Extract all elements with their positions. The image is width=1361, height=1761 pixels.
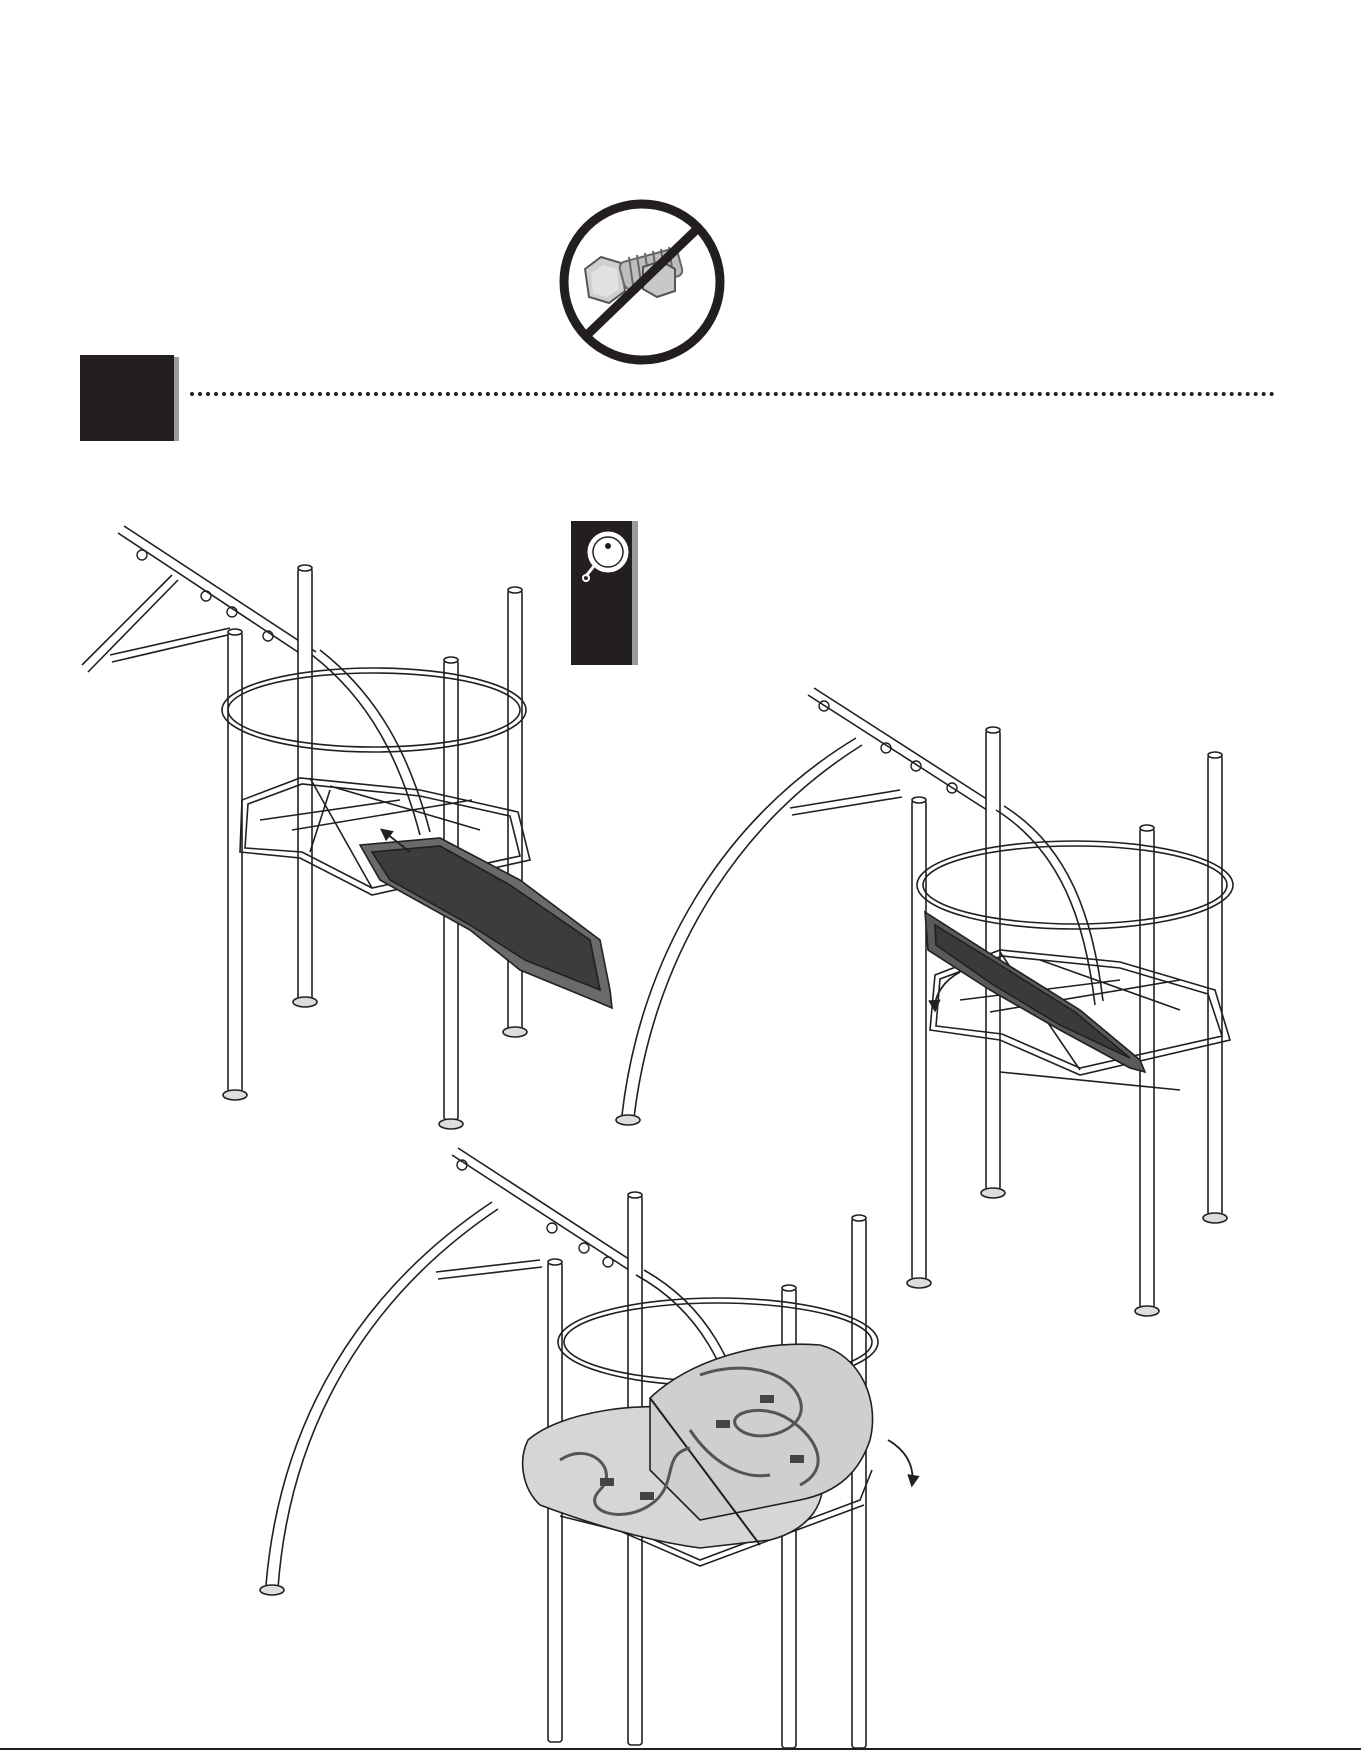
footer-rule	[0, 1748, 1361, 1750]
swing-hanger	[137, 550, 273, 641]
figure-insert-panel	[82, 526, 612, 1129]
figure-lower-panel	[616, 688, 1233, 1316]
curved-arrow-icon	[888, 1440, 913, 1485]
figure-panel-installed	[260, 1148, 913, 1748]
curved-arrow-icon	[935, 972, 960, 1010]
